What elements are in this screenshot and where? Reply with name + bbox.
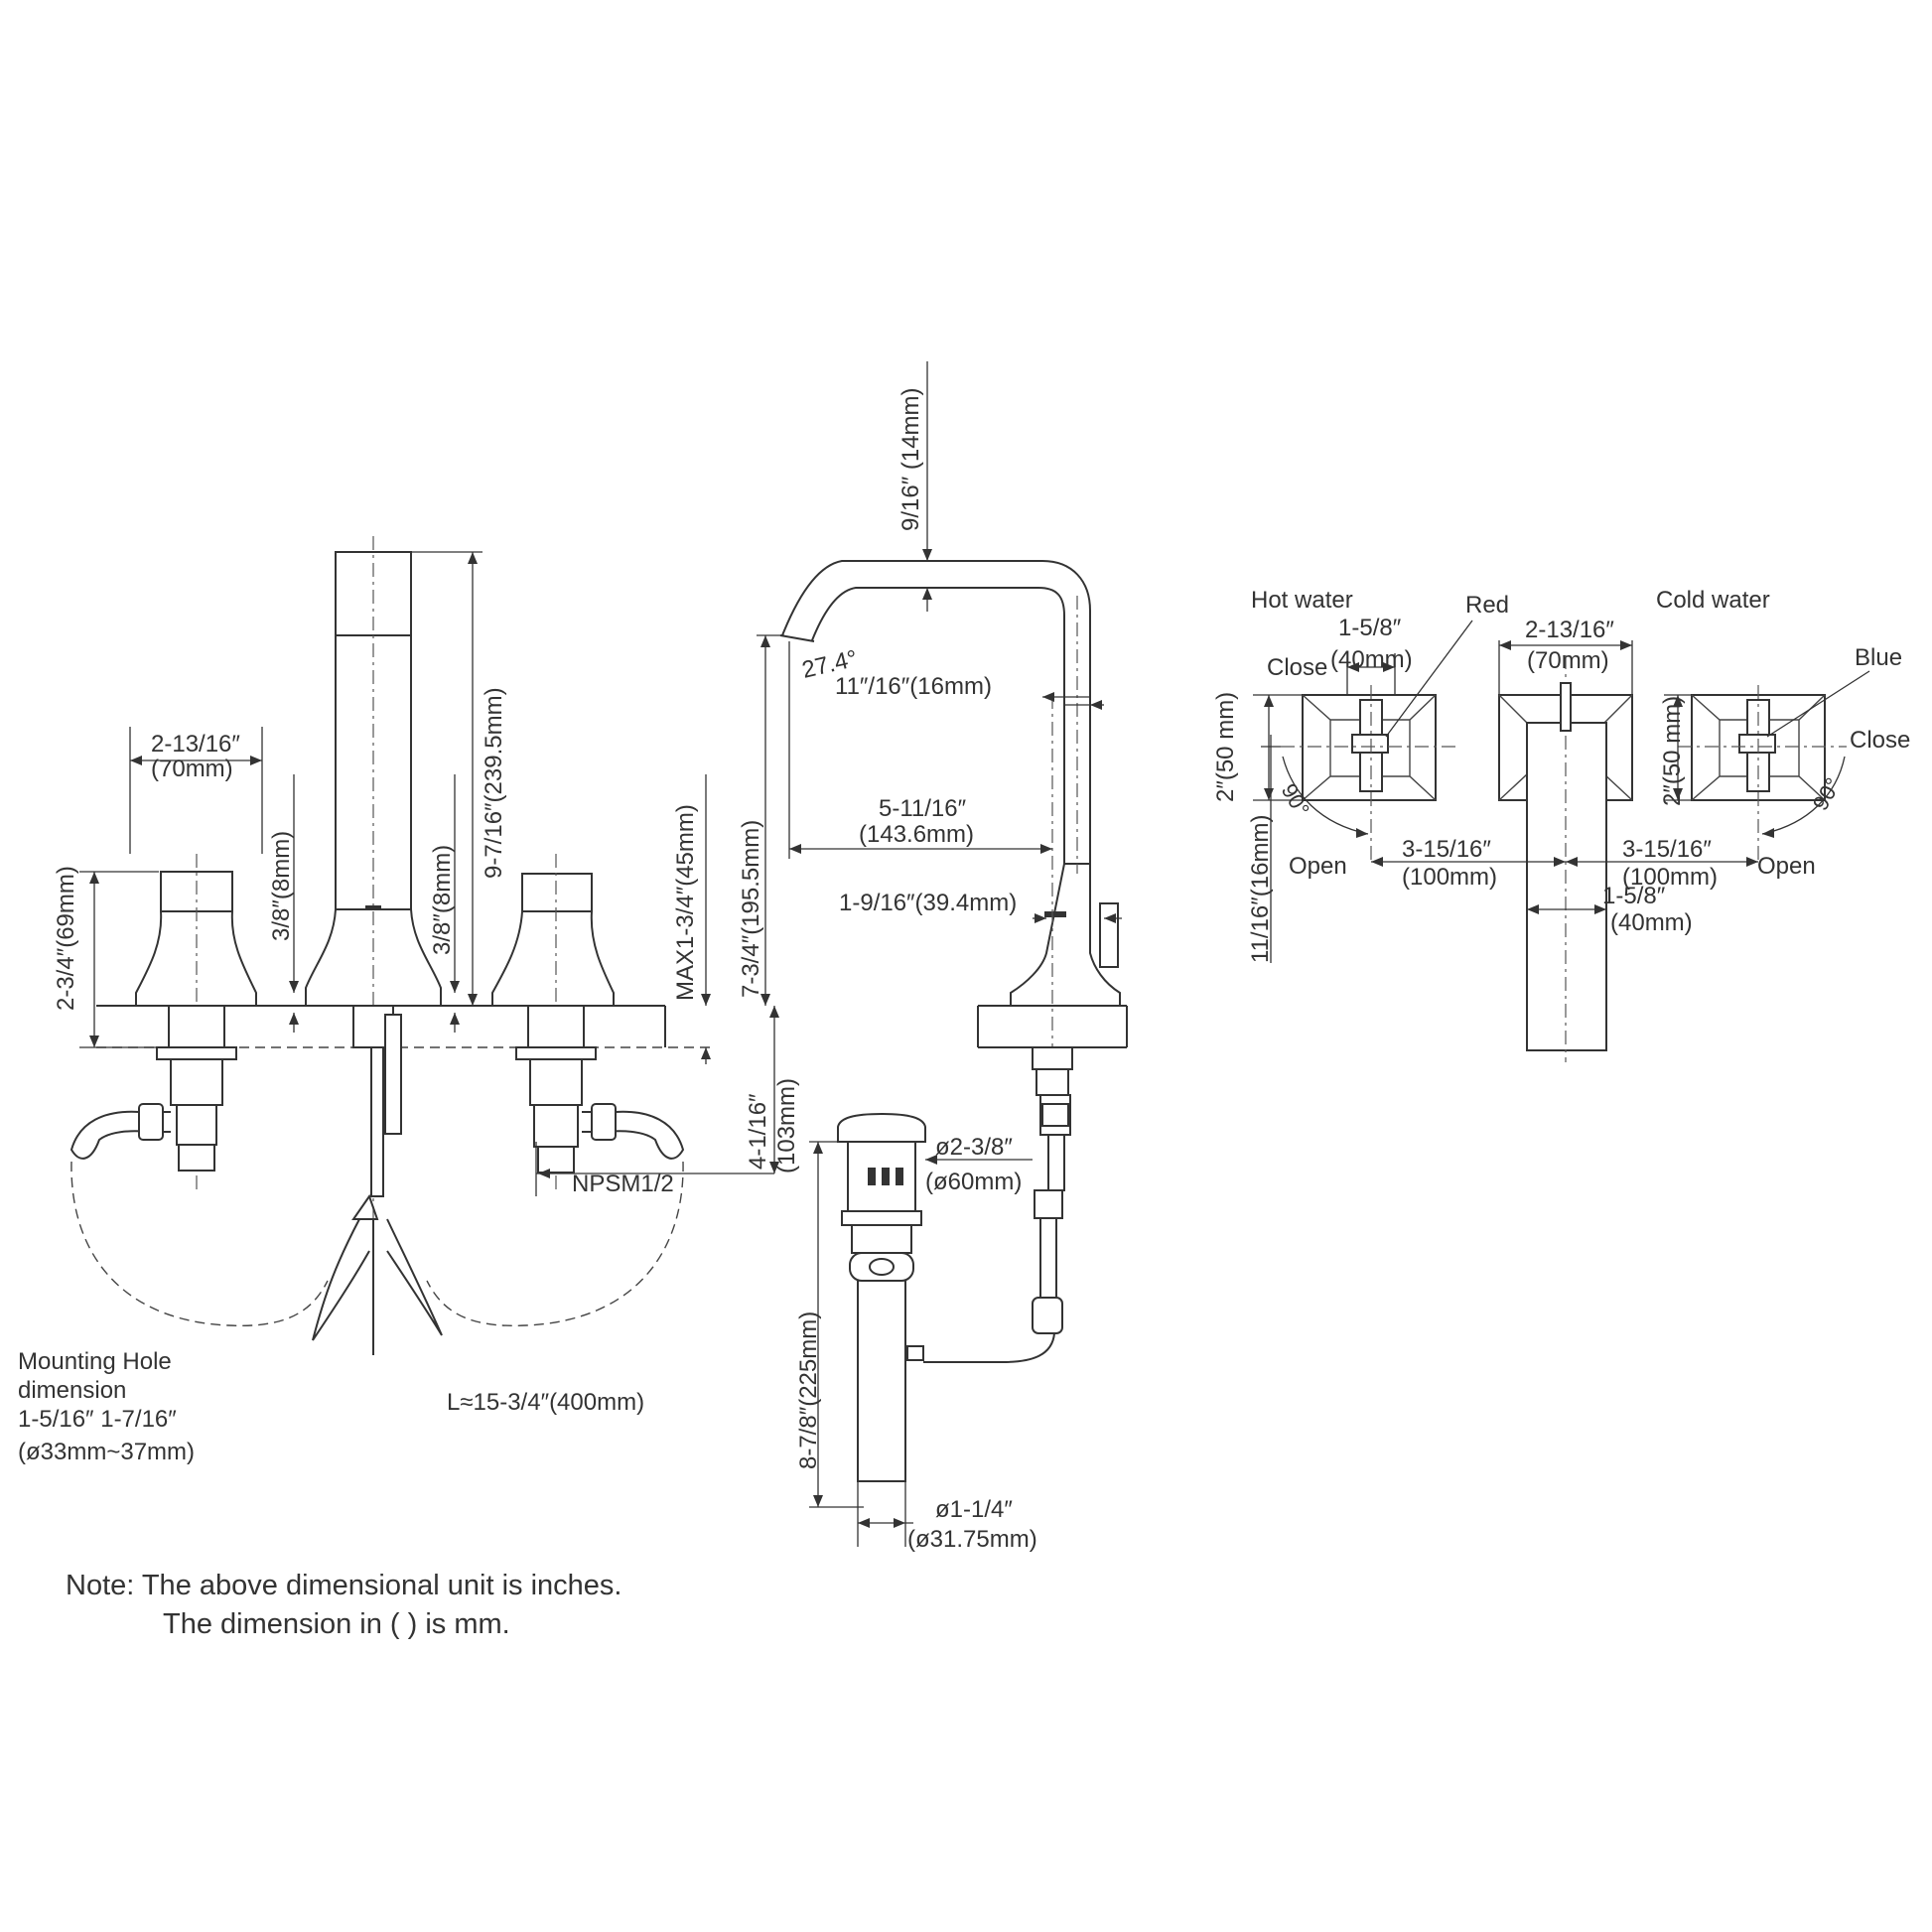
mounting-hole-line2: dimension [18, 1377, 126, 1404]
spout-height-label: 7-3/4″(195.5mm) [738, 820, 764, 998]
drain-cap-in-label: ø2-3/8″ [935, 1134, 1013, 1161]
spout-width-mm-label: (70mm) [1527, 647, 1609, 674]
supply-hoses [70, 1161, 684, 1327]
below-deck-mm-label: (103mm) [773, 1078, 800, 1173]
drain-cap-mm-label: (ø60mm) [925, 1169, 1022, 1195]
spout-elevation [779, 560, 1121, 1363]
spout-reach-in-label: 5-11/16″ [879, 795, 967, 822]
spout-neck-label: 11″/16″(16mm) [835, 673, 992, 700]
stem-mm-label: (40mm) [1610, 909, 1693, 936]
blue-label: Blue [1855, 644, 1902, 671]
spout-deck-label: 3/8″(8mm) [429, 845, 456, 955]
left-dimensions [79, 551, 779, 1196]
spacing-right-in-label: 3-15/16″ [1622, 836, 1712, 863]
plan-labels: Hot water Cold water Red Blue Close Clos… [1212, 587, 1910, 963]
deck-thickness-label: MAX1-3/4″(45mm) [672, 804, 699, 1001]
spout-reach-mm-label: (143.6mm) [859, 821, 974, 848]
spacing-right-mm-label: (100mm) [1622, 864, 1718, 891]
stem-in-label: 1-5/8″ [1602, 883, 1666, 909]
drain-pipe-in-label: ø1-1/4″ [935, 1496, 1013, 1523]
spout-labels: 9/16″ (14mm) 27.4° 11″/16″(16mm) 7-3/4″(… [738, 387, 1037, 1553]
hot-handle-elevation [69, 854, 257, 1191]
cold-water-label: Cold water [1656, 587, 1770, 614]
spout-width-in-label: 2-13/16″ [1525, 617, 1614, 643]
mounting-hole-line3: 1-5/16″ 1-7/16″ [18, 1406, 177, 1433]
handle-height-left-label: 2″(50 mm) [1212, 692, 1239, 802]
handle-width-mm-plan-label: (40mm) [1330, 646, 1413, 673]
drain-pipe-mm-label: (ø31.75mm) [907, 1526, 1037, 1553]
open-right-label: Open [1757, 853, 1816, 880]
cold-handle-elevation [491, 854, 685, 1191]
left-labels: 2-13/16″ (70mm) 2-3/4″(69mm) 3/8″(8mm) 3… [18, 687, 800, 1640]
mounting-hole-line4: (ø33mm~37mm) [18, 1439, 195, 1465]
handle-width-mm-label: (70mm) [151, 756, 233, 782]
note-line1: Note: The above dimensional unit is inch… [66, 1570, 621, 1601]
handle-deck-label: 3/8″(8mm) [268, 831, 295, 941]
spacing-left-in-label: 3-15/16″ [1402, 836, 1491, 863]
spout-body-height-label: 9-7/16″(239.5mm) [481, 687, 507, 879]
below-deck-in-label: 4-1/16″ [745, 1093, 771, 1170]
thread-label: NPSM1/2 [572, 1171, 674, 1197]
handle-width-in-label: 1-5/8″ [1338, 615, 1402, 641]
close-left-label: Close [1267, 654, 1327, 681]
close-right-label: Close [1850, 727, 1910, 754]
spacing-left-mm-label: (100mm) [1402, 864, 1497, 891]
hose-length-label: L≈15-3/4″(400mm) [447, 1389, 644, 1416]
handle-height-label: 2-3/4″(69mm) [53, 866, 79, 1011]
offset-label: 11/16″(16mm) [1247, 815, 1274, 963]
open-left-label: Open [1289, 853, 1347, 880]
plan-dimensions [1253, 620, 1870, 963]
plan-view [1281, 655, 1847, 1062]
spout-top-label: 9/16″ (14mm) [897, 387, 924, 531]
hot-water-label: Hot water [1251, 587, 1353, 614]
spout-base-label: 1-9/16″(39.4mm) [839, 890, 1017, 916]
spout-body-elevation [305, 536, 443, 1355]
handle-width-label: 2-13/16″ [151, 731, 240, 758]
mounting-hole-line1: Mounting Hole [18, 1348, 172, 1375]
drain-assembly [837, 1112, 926, 1482]
note-line2: The dimension in ( ) is mm. [163, 1608, 510, 1640]
deck-plate [96, 1005, 1128, 1048]
red-label: Red [1465, 592, 1509, 619]
drain-length-label: 8-7/8″(225mm) [795, 1311, 822, 1469]
handle-height-right-label: 2″(50 mm) [1659, 696, 1686, 806]
spout-dimensions [757, 361, 1122, 1547]
